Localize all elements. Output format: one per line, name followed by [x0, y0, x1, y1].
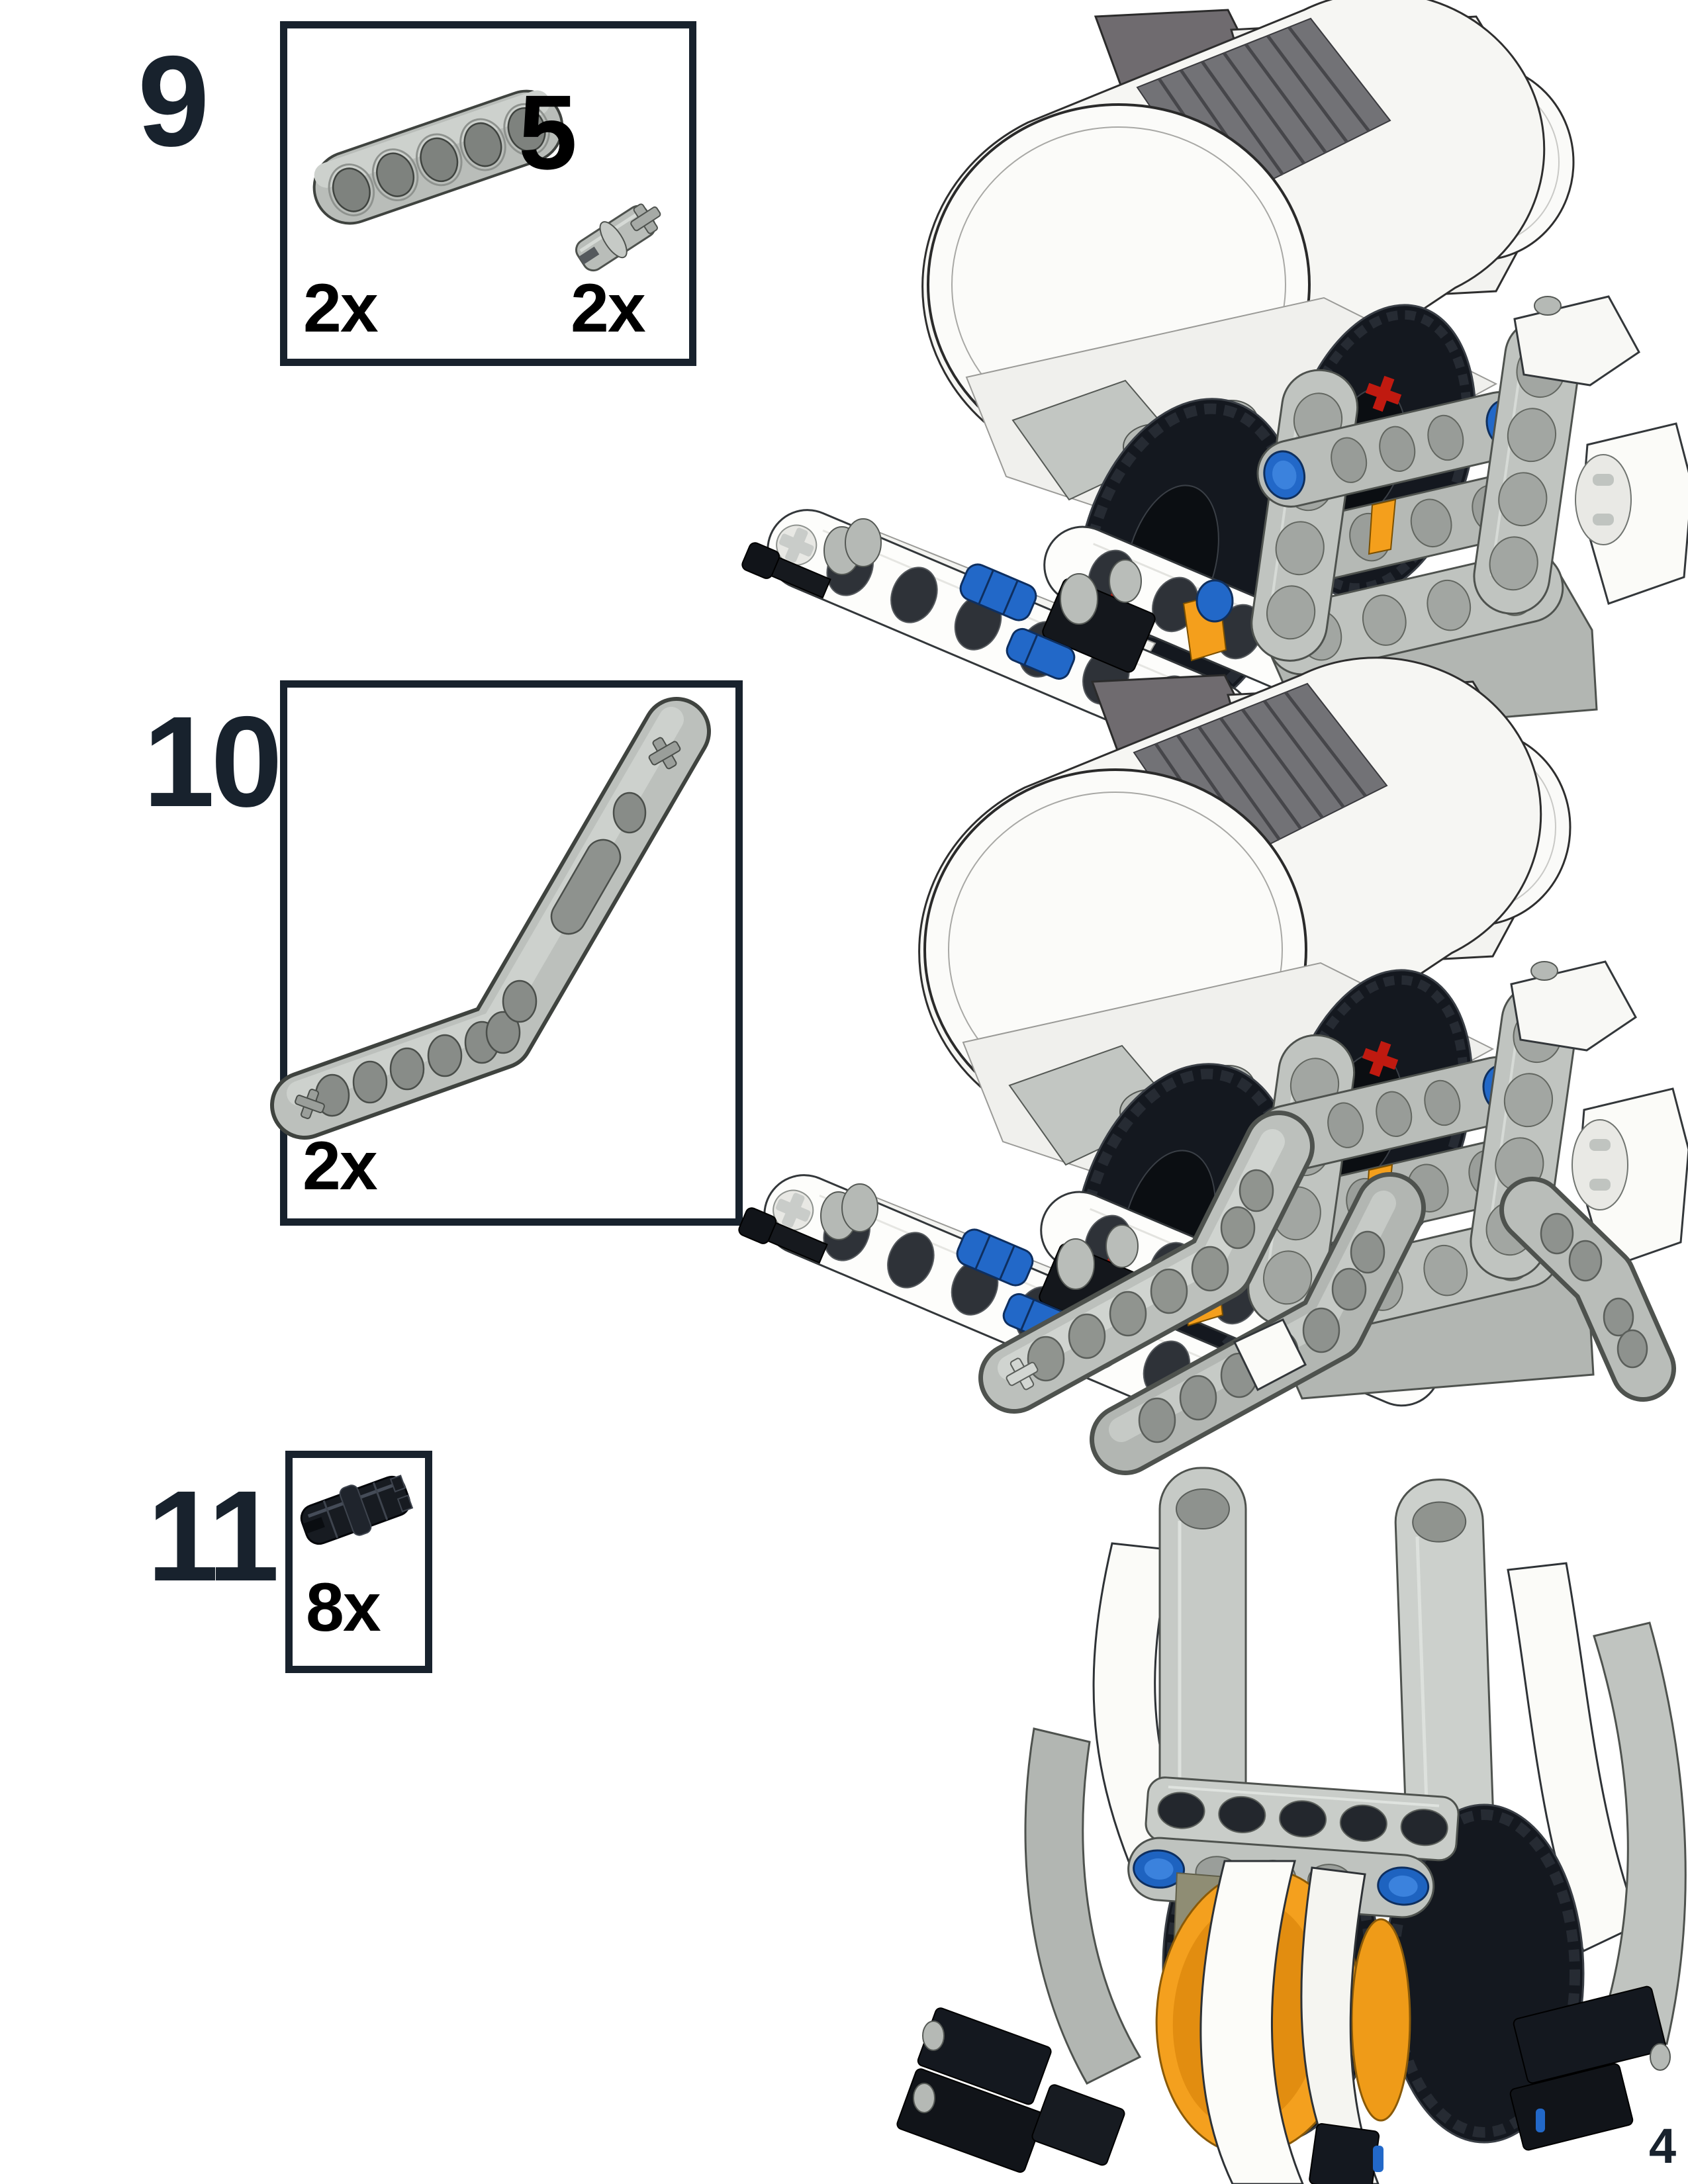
- beam-length-callout: 5: [518, 73, 577, 191]
- step-10-number: 10: [143, 690, 283, 834]
- step-9-assembly-image: [741, 0, 1688, 774]
- beam-quantity: 2x: [303, 270, 379, 347]
- step-9-number: 9: [138, 29, 209, 173]
- angular-beam-quantity: 2x: [303, 1128, 378, 1205]
- step-11-number: 11: [147, 1464, 279, 1608]
- step-11-assembly-image: [896, 1467, 1687, 2184]
- gray-pin-quantity: 2x: [571, 270, 646, 347]
- step-10-assembly-image: [737, 658, 1688, 1439]
- step-10-skid-additions: [978, 1111, 1676, 1475]
- page-number: 4: [1649, 2118, 1677, 2173]
- black-pin-quantity: 8x: [306, 1569, 381, 1646]
